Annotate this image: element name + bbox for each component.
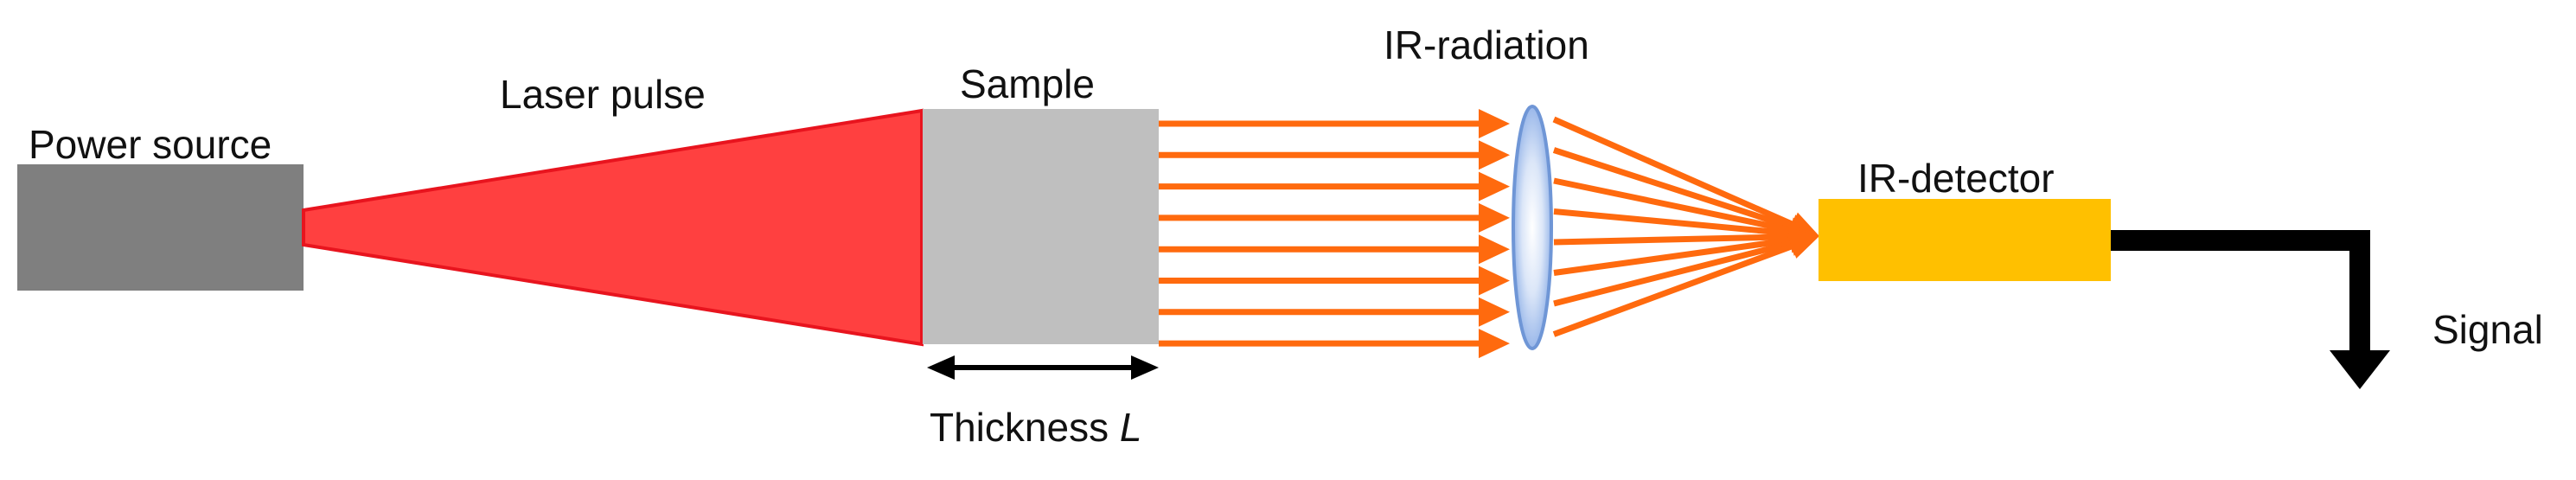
- thickness-arrow-left-head: [927, 355, 955, 380]
- signal-label: Signal: [2432, 307, 2543, 352]
- ir-radiation-label: IR-radiation: [1384, 22, 1589, 67]
- signal-output-wire: [2111, 230, 2390, 389]
- power-source-box: [17, 164, 304, 291]
- focused-ray-line: [1553, 236, 1793, 276]
- ir-beam-arrowhead: [1479, 171, 1510, 202]
- ir-radiation-beams: [1159, 109, 1510, 359]
- ir-beam-arrowhead: [1479, 297, 1510, 327]
- focused-ray-line: [1553, 234, 1793, 246]
- sample-block: [923, 109, 1159, 344]
- thickness-label-text: Thickness: [930, 405, 1120, 450]
- ir-detector-box: [1819, 199, 2111, 281]
- ir-beam-arrowhead: [1479, 234, 1510, 265]
- signal-arrowhead: [2330, 350, 2390, 389]
- ir-beam-arrowhead: [1479, 329, 1510, 359]
- thickness-symbol: L: [1120, 405, 1142, 450]
- focused-ray-line: [1553, 240, 1793, 307]
- ir-beam-arrowhead: [1479, 202, 1510, 233]
- ir-beam-arrowhead: [1479, 140, 1510, 170]
- thickness-arrow-right-head: [1131, 355, 1159, 380]
- focused-ray-line: [1553, 208, 1793, 237]
- ir-beam-arrowhead: [1479, 266, 1510, 296]
- thickness-label: Thickness L: [930, 405, 1141, 450]
- focused-ray-line: [1552, 242, 1795, 337]
- focusing-lens: [1512, 105, 1553, 350]
- focused-ray-line: [1553, 177, 1793, 234]
- focused-ray-line: [1552, 116, 1796, 228]
- focused-ray-line: [1552, 147, 1794, 231]
- laser-pulse-beam: [302, 108, 924, 347]
- sample-label: Sample: [960, 61, 1095, 106]
- power-source-label: Power source: [29, 122, 272, 167]
- laser-pulse-label: Laser pulse: [500, 72, 706, 117]
- ir-beam-arrowhead: [1479, 109, 1510, 138]
- thickness-double-arrow: [927, 355, 1159, 380]
- signal-wire-line: [2111, 230, 2370, 352]
- focused-rays: [1552, 116, 1819, 337]
- ir-detector-label: IR-detector: [1857, 156, 2055, 201]
- focused-ray-arrowhead: [1787, 234, 1819, 259]
